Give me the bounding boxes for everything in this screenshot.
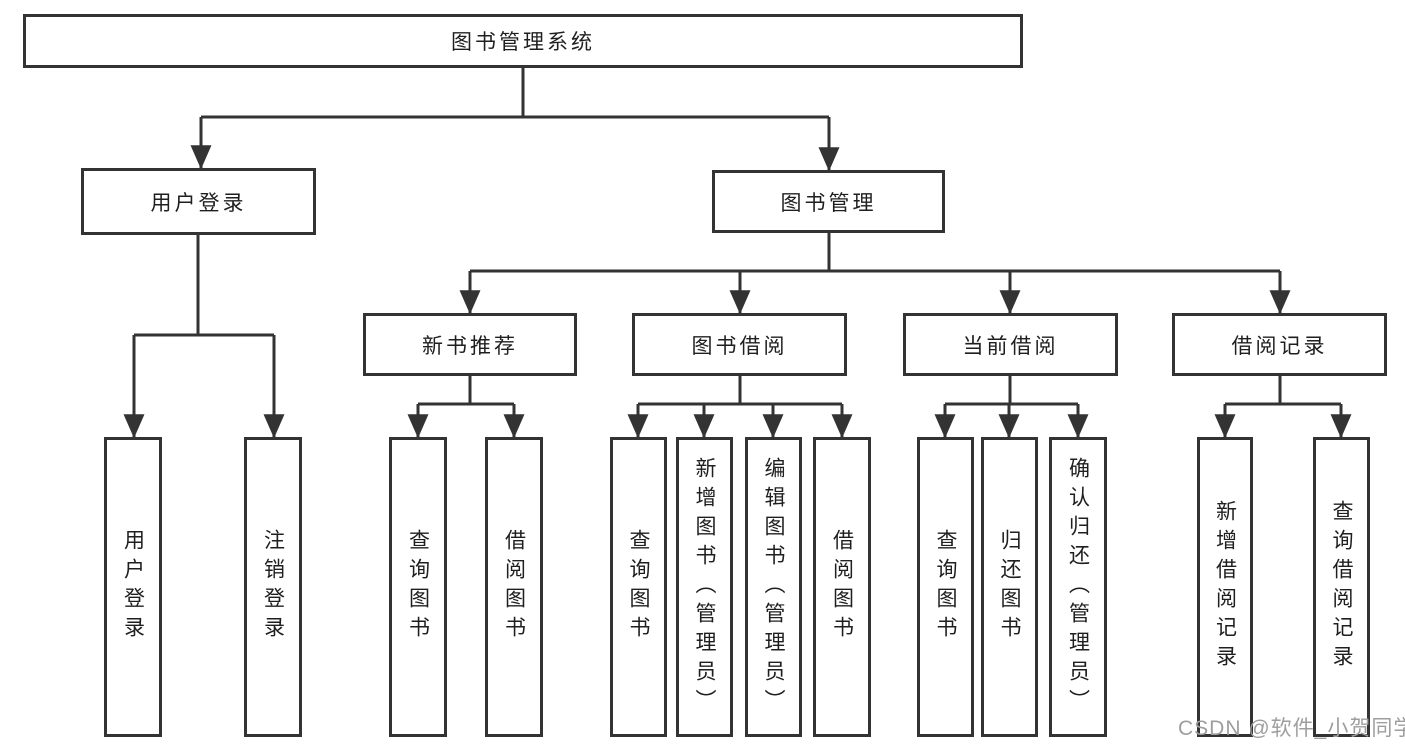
leaf-logout: 注销登录	[244, 437, 302, 737]
leaf-label: 用户登录	[121, 529, 145, 645]
node-label: 图书管理	[780, 191, 877, 215]
connector-user-login-bus	[134, 234, 274, 337]
leaf-borrow-borrow-books: 借阅图书	[813, 437, 871, 737]
leaf-label: 归还图书	[998, 529, 1021, 645]
leaf-label: 确认归还（管理员）	[1066, 456, 1090, 718]
connector-current-borrow-bus	[945, 375, 1078, 406]
leaf-label: 查询图书	[934, 529, 957, 645]
node-label: 图书借阅	[691, 334, 788, 358]
leaf-user-login: 用户登录	[104, 437, 162, 737]
node-book-management: 图书管理	[712, 170, 945, 233]
leaf-label: 新增借阅记录	[1213, 500, 1237, 674]
connector-borrow-records-bus	[1225, 375, 1341, 406]
node-current-borrow: 当前借阅	[903, 313, 1118, 376]
leaf-records-add-record: 新增借阅记录	[1197, 437, 1253, 737]
connector-book-management-bus	[470, 232, 1280, 273]
leaf-newrec-borrow-books: 借阅图书	[485, 437, 543, 737]
leaf-borrow-query-books: 查询图书	[610, 437, 667, 737]
leaf-label: 注销登录	[261, 529, 285, 645]
leaf-label: 借阅图书	[830, 529, 854, 645]
connector-new-book-recommend-bus	[418, 375, 514, 406]
leaf-label: 新增图书（管理员）	[693, 456, 716, 718]
leaf-label: 查询图书	[627, 529, 650, 645]
node-borrow-records: 借阅记录	[1172, 313, 1387, 376]
node-label: 新书推荐	[422, 334, 518, 358]
leaf-current-return-books: 归还图书	[981, 437, 1038, 737]
leaf-borrow-edit-books-admin: 编辑图书（管理员）	[745, 437, 802, 737]
leaf-label: 查询图书	[406, 529, 430, 645]
leaf-newrec-query-books: 查询图书	[389, 437, 447, 737]
leaf-records-query-record: 查询借阅记录	[1313, 437, 1370, 737]
leaf-borrow-add-books-admin: 新增图书（管理员）	[676, 437, 733, 737]
csdn-watermark: CSDN @软件_小贺同学	[1178, 717, 1405, 740]
node-book-borrow: 图书借阅	[632, 313, 847, 376]
leaf-current-confirm-return-admin: 确认归还（管理员）	[1049, 437, 1107, 737]
node-library-management-system: 图书管理系统	[23, 14, 1023, 68]
leaf-label: 查询借阅记录	[1330, 500, 1353, 674]
connector-book-borrow-bus	[638, 375, 842, 406]
node-new-book-recommend: 新书推荐	[363, 313, 577, 376]
leaf-label: 编辑图书（管理员）	[762, 456, 785, 718]
node-user-login: 用户登录	[81, 168, 316, 235]
connector-root-bus	[201, 68, 829, 119]
leaf-label: 借阅图书	[502, 529, 526, 645]
leaf-current-query-books: 查询图书	[917, 437, 974, 737]
node-label: 当前借阅	[962, 334, 1059, 358]
node-label: 图书管理系统	[451, 31, 595, 54]
node-label: 用户登录	[150, 191, 247, 215]
node-label: 借阅记录	[1231, 334, 1328, 358]
